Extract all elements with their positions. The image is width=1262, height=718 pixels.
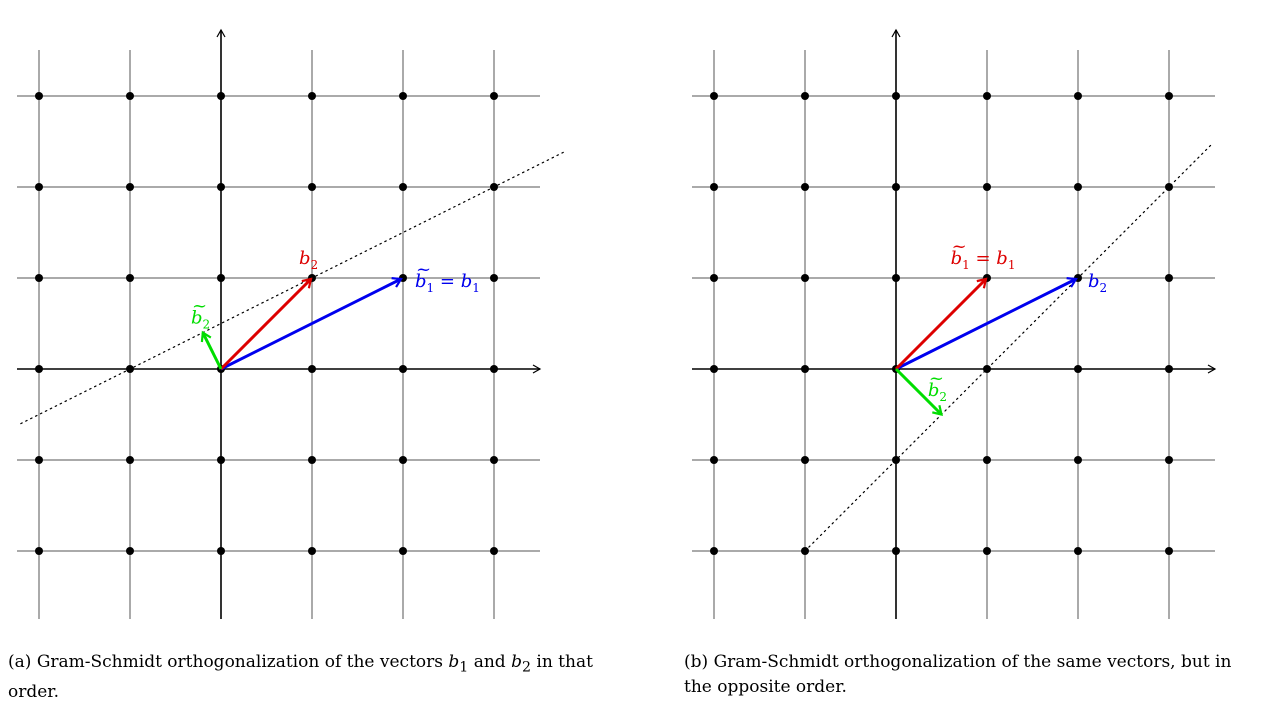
lattice-point [801,456,809,464]
lattice-point [710,92,718,100]
lattice-point [126,183,134,191]
vector-green [200,330,223,370]
lattice-point [308,547,316,555]
lattice-point [35,92,43,100]
projection-line [804,143,1213,552]
vector-green [894,367,943,416]
lattice-point [710,183,718,191]
label-blue-tilde: ~ [416,259,431,280]
lattice-point [983,547,991,555]
lattice-point [399,92,407,100]
label-blue: b2 [1088,271,1107,295]
label-green-tilde: ~ [929,368,944,389]
label-red: b2 [299,248,318,272]
lattice-point [1074,456,1082,464]
label-green: b2 [928,380,947,404]
lattice-point [1074,92,1082,100]
lattice-point [710,365,718,373]
caption-a-text: Gram-Schmidt orthogonalization of the ve… [36,652,449,672]
lattice-point [1165,456,1173,464]
lattice-point [399,456,407,464]
lattice-point [983,92,991,100]
caption-a: (a) Gram-Schmidt orthogonalization of th… [8,650,618,705]
caption-a-sub-1: 1 [459,659,469,676]
lattice-point [35,183,43,191]
lattice-point [1165,365,1173,373]
caption-a-b-var: b [448,652,460,672]
caption-a-and: and [468,652,512,672]
vector-red [219,277,313,371]
lattice-point [217,456,225,464]
label-blue: b1 = b1 [415,271,480,295]
lattice-point [126,456,134,464]
caption-a-tail: in that order. [8,652,593,703]
label-green: b2 [191,307,210,331]
lattice-point [801,92,809,100]
lattice-point [490,365,498,373]
lattice-point [308,456,316,464]
vector-blue [895,277,1078,371]
lattice-point [217,92,225,100]
lattice-point [801,183,809,191]
lattice-point [399,547,407,555]
lattice-point [710,456,718,464]
lattice-point [35,456,43,464]
lattice-point [126,274,134,282]
lattice-point [399,183,407,191]
caption-a-sub-2: 2 [521,659,531,676]
label-red-tilde: ~ [952,236,967,257]
lattice-point [1074,547,1082,555]
lattice-point [308,92,316,100]
lattice-point [126,547,134,555]
lattice-point [892,274,900,282]
lattice-point [399,365,407,373]
lattice-point [126,92,134,100]
label-red: b1 = b1 [951,248,1016,272]
caption-b: (b) Gram-Schmidt orthogonalization of th… [684,650,1254,700]
label-green-tilde: ~ [192,295,207,316]
lattice-point [490,456,498,464]
lattice-point [1074,365,1082,373]
lattice-point [983,183,991,191]
lattice-point [490,274,498,282]
caption-b-tag: (b) [684,652,709,672]
caption-a-b-var2: b [511,652,522,672]
lattice-point [308,183,316,191]
lattice-point [1165,547,1173,555]
projection-line [20,150,566,425]
lattice-point [217,183,225,191]
lattice-point [308,365,316,373]
vector-red [894,277,988,371]
lattice-point [983,456,991,464]
lattice-point [710,547,718,555]
lattice-point [1165,92,1173,100]
lattice-point [217,274,225,282]
lattice-point [710,274,718,282]
lattice-point [892,183,900,191]
lattice-point [1165,274,1173,282]
lattice-point [35,547,43,555]
vector-blue [220,277,403,371]
lattice-point [35,274,43,282]
lattice-point [892,92,900,100]
lattice-point [1074,183,1082,191]
caption-b-text: Gram-Schmidt orthogonalization of the sa… [684,652,1232,697]
lattice-point [35,365,43,373]
lattice-point [892,547,900,555]
lattice-point [490,547,498,555]
lattice-point [490,92,498,100]
caption-a-tag: (a) [8,652,32,672]
lattice-point [801,274,809,282]
lattice-point [217,547,225,555]
lattice-point [801,365,809,373]
